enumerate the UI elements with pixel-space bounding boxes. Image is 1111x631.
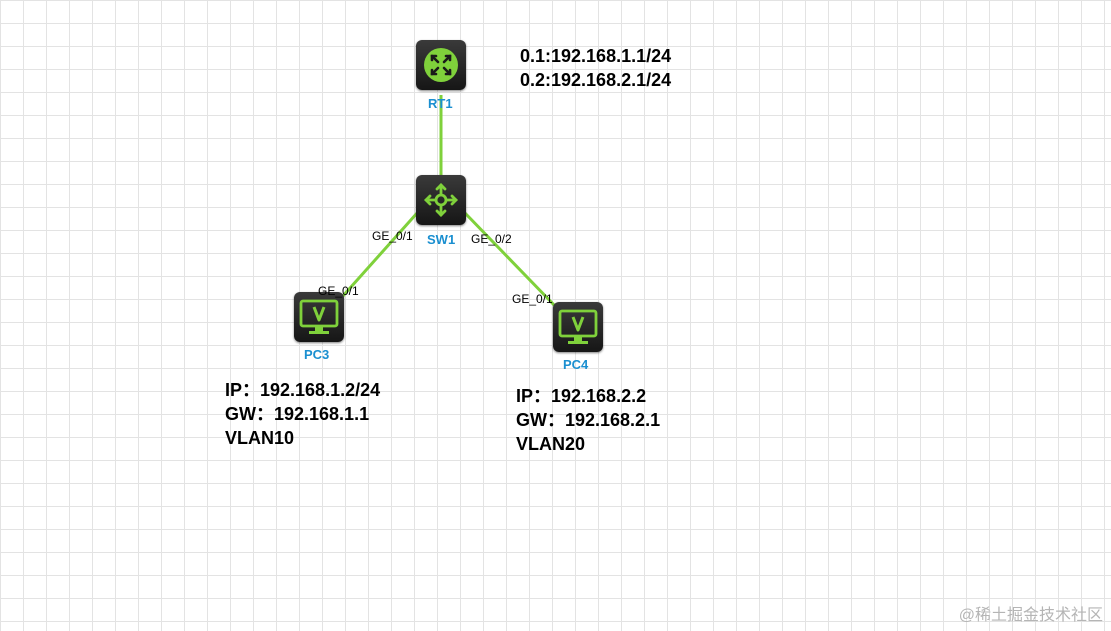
pc-monitor-icon [299, 299, 339, 334]
pc3-config-annotation: IP：192.168.1.2/24 GW：192.168.1.1 VLAN10 [225, 378, 380, 450]
pc4-config-annotation: IP：192.168.2.2 GW：192.168.2.1 VLAN20 [516, 384, 660, 456]
pc-monitor-icon [558, 309, 598, 344]
router-rt1[interactable] [416, 40, 466, 90]
pc-pc4[interactable] [553, 302, 603, 352]
port-label-pc4-ge01: GE_0/1 [512, 292, 553, 306]
watermark: @稀土掘金技术社区 [958, 607, 1103, 624]
router-icon [424, 48, 458, 82]
rt1-subif-2: 0.2:192.168.2.1/24 [520, 70, 672, 90]
pc-pc3-label: PC3 [304, 347, 330, 362]
switch-sw1-label: SW1 [427, 232, 456, 247]
rt1-ip-annotation: 0.1:192.168.1.1/24 0.2:192.168.2.1/24 [520, 44, 671, 92]
link-sw1-pc3[interactable] [340, 211, 420, 298]
port-label-sw1-ge02: GE_0/2 [471, 232, 512, 246]
pc4-vlan: VLAN20 [516, 434, 586, 454]
port-label-sw1-ge01: GE_0/1 [372, 229, 413, 243]
rt1-subif-1: 0.1:192.168.1.1/24 [520, 46, 672, 66]
link-sw1-pc4[interactable] [462, 210, 558, 309]
pc-pc4-label: PC4 [563, 357, 589, 372]
router-rt1-label: RT1 [428, 96, 453, 111]
pc4-gateway: GW：192.168.2.1 [516, 410, 661, 430]
pc3-vlan: VLAN10 [225, 428, 295, 448]
pc3-ip: IP：192.168.1.2/24 [225, 380, 381, 400]
pc-pc3[interactable] [294, 292, 344, 342]
port-label-pc3-ge01: GE_0/1 [318, 284, 359, 298]
pc3-gateway: GW：192.168.1.1 [225, 404, 370, 424]
switch-icon [424, 183, 458, 217]
pc4-ip: IP：192.168.2.2 [516, 386, 647, 406]
switch-sw1[interactable] [416, 175, 466, 225]
